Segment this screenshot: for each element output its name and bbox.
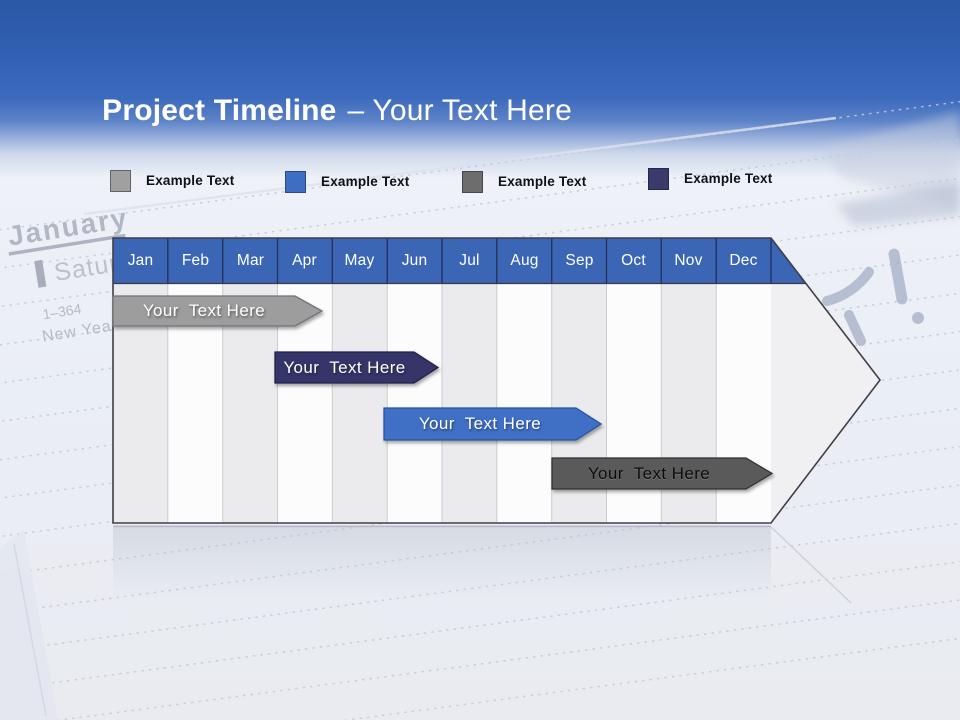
legend-item-4: Example Text [648,167,772,190]
gantt-bar-2-label: Your Text Here [283,358,406,377]
legend-label: Example Text [321,174,410,189]
calendar-range-text: 1–364 [41,300,82,322]
gantt-bar-2 [274,351,440,384]
month-label-dec: Dec [729,252,758,269]
month-label-sep: Sep [565,252,594,269]
month-label-apr: Apr [292,252,317,269]
legend-swatch-blue [285,170,306,193]
gantt-bar-3-label: Your Text Here [418,414,542,433]
page-title: Project Timeline – Your Text Here [68,60,572,127]
legend-item-1: Example Text [110,169,234,192]
month-label-jan: Jan [127,252,154,269]
gantt-bar-1 [112,295,324,327]
timeline-reflection [113,525,852,604]
month-label-may: May [344,252,375,269]
month-label-feb: Feb [181,252,210,269]
legend-swatch-navy [648,167,669,190]
title-bold-text: Project Timeline [102,94,337,127]
gantt-bar-1-label: Your Text Here [142,301,266,320]
month-label-mar: Mar [236,252,265,269]
month-header-band [113,238,806,284]
month-header-separators [167,238,772,284]
month-label-jun: Jun [401,252,428,269]
legend-item-2: Example Text [285,170,409,193]
handwriting-doodle [822,248,924,346]
title-regular-text: – Your Text Here [347,94,573,127]
page-corner-shadow [836,182,960,226]
gantt-bar-4 [551,457,774,490]
gantt-bar-3 [383,407,603,441]
legend-label: Example Text [684,171,773,186]
legend-label: Example Text [498,174,587,189]
month-label-oct: Oct [621,252,646,269]
month-label-aug: Aug [510,252,539,269]
month-label-jul: Jul [459,252,480,269]
legend-swatch-gray [110,169,131,192]
gantt-bar-4-label: Your Text Here [587,464,711,483]
legend-item-3: Example Text [462,170,586,193]
month-label-nov: Nov [674,252,703,269]
legend-swatch-darkgray [462,170,483,193]
pen-shadow-shape [822,112,960,208]
page-corner-bottom-left [0,530,58,720]
legend-label: Example Text [146,173,235,188]
title-gradient-band [0,0,960,178]
page-edge-line [83,116,837,216]
calendar-day-number-bar [34,259,47,288]
